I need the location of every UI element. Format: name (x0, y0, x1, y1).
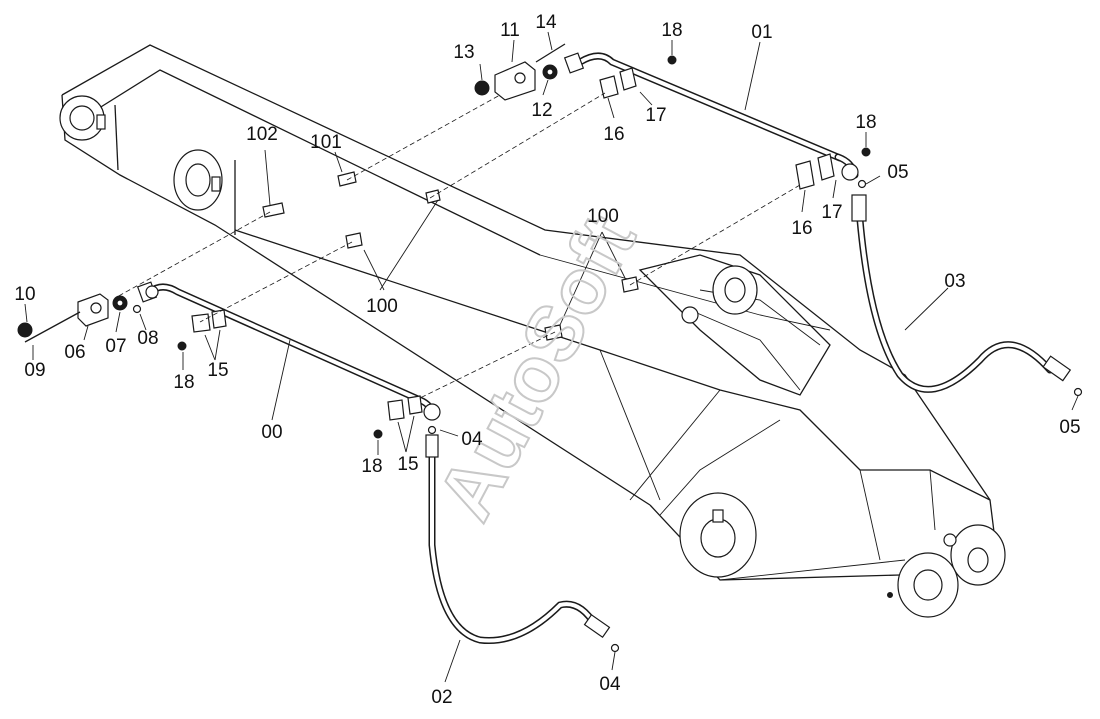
callout-102: 102 (246, 124, 278, 145)
clamp-15-upper (191, 309, 227, 333)
bolts-18 (177, 55, 871, 439)
hose-03 (851, 194, 1072, 393)
callout-10: 10 (14, 284, 35, 305)
callout-01: 01 (751, 22, 772, 43)
callout-12: 12 (531, 100, 552, 121)
bolt-14 (535, 43, 566, 63)
callout-15: 15 (207, 360, 228, 381)
callout-00: 00 (261, 422, 282, 443)
callout-100: 100 (366, 296, 398, 317)
callout-labels: 01 11 14 13 12 18 16 17 18 05 17 16 03 0… (14, 12, 1080, 708)
part-12 (542, 64, 558, 80)
callout-02: 02 (431, 687, 452, 708)
orings-04-05 (427, 179, 1083, 653)
clamp-15-lower (387, 395, 423, 421)
boom-tip-pins (887, 524, 1006, 618)
clamp-16-lower (795, 153, 835, 190)
leader-lines (24, 31, 1079, 683)
callout-07: 07 (105, 336, 126, 357)
callout-13: 13 (453, 42, 474, 63)
boom-foot-pin (59, 95, 106, 141)
callout-18: 18 (173, 372, 194, 393)
callout-16: 16 (791, 218, 812, 239)
lower-pin-boss (679, 492, 757, 578)
callout-101: 101 (310, 132, 342, 153)
oring-08 (132, 304, 142, 314)
callout-14: 14 (535, 12, 557, 33)
arm-cylinder-lug (681, 265, 758, 324)
pad-102 (262, 202, 285, 218)
block-11 (494, 61, 536, 101)
callout-09: 09 (24, 360, 45, 381)
callout-18: 18 (361, 456, 382, 477)
callout-04: 04 (461, 429, 483, 450)
callout-100: 100 (587, 206, 619, 227)
pipe-01 (563, 52, 859, 179)
part-13 (474, 80, 490, 96)
callout-18: 18 (855, 112, 876, 133)
callout-08: 08 (137, 328, 158, 349)
hose-02 (425, 434, 611, 645)
callout-03: 03 (944, 271, 965, 292)
bolt-09 (24, 311, 81, 343)
callout-18: 18 (661, 20, 682, 41)
pad-101 (337, 171, 357, 187)
callout-11: 11 (500, 20, 520, 41)
callout-17: 17 (821, 202, 842, 223)
part-07 (112, 295, 128, 311)
block-06 (77, 293, 109, 327)
callout-17: 17 (645, 105, 666, 126)
part-10 (17, 322, 33, 338)
boom-cylinder-pin (173, 149, 223, 211)
callout-05: 05 (1059, 417, 1080, 438)
callout-05: 05 (887, 162, 908, 183)
callout-04: 04 (599, 674, 621, 695)
callout-16: 16 (603, 124, 624, 145)
elbow-fittings (145, 163, 859, 421)
callout-06: 06 (64, 342, 85, 363)
clamp-16-upper (599, 67, 637, 99)
callout-15: 15 (397, 454, 418, 475)
